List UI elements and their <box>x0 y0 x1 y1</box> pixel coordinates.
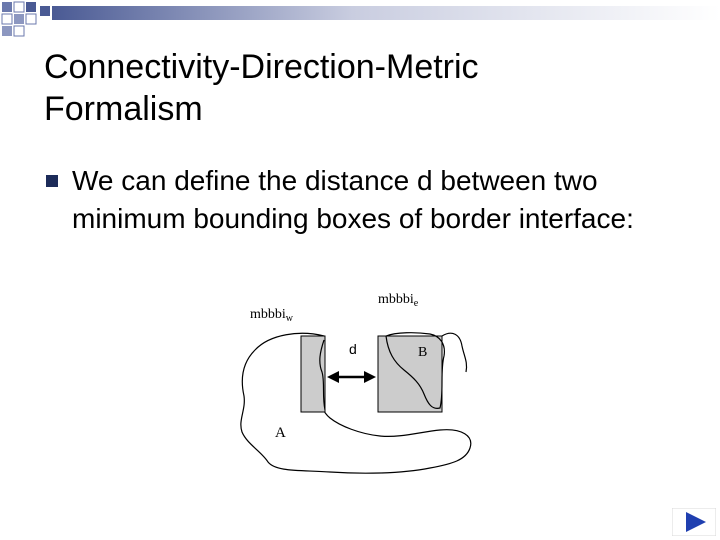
label-mbbbi-e: mbbbie <box>378 292 419 309</box>
slide-title-line-1: Connectivity-Direction-Metric <box>44 48 479 86</box>
distance-arrowhead-left <box>327 371 339 383</box>
label-mbbbi-w: mbbbiw <box>250 307 294 324</box>
mbb-east-box <box>377 335 443 413</box>
corner-square <box>2 2 12 12</box>
label-region-b: B <box>418 345 427 360</box>
corner-square <box>14 14 24 24</box>
corner-decoration <box>1 1 720 37</box>
region-a-outline <box>240 332 472 474</box>
slide-title-line-2: Formalism <box>44 90 203 128</box>
corner-square <box>26 2 36 12</box>
region-b-outline-outer <box>441 332 468 373</box>
slide-title: Connectivity-Direction-Metric Formalism <box>44 46 684 130</box>
bullet-square-icon <box>46 175 58 187</box>
region-b-outline <box>385 332 445 409</box>
next-slide-arrow-icon[interactable] <box>672 508 716 536</box>
bullet-text: We can define the distance d between two… <box>72 165 634 234</box>
corner-square <box>25 13 37 25</box>
label-region-a: A <box>275 425 286 441</box>
header-gradient-bar <box>52 6 720 20</box>
label-distance-d: d <box>349 341 357 357</box>
corner-square <box>1 13 13 25</box>
corner-square <box>40 6 50 16</box>
corner-square <box>13 1 25 13</box>
corner-square <box>2 26 12 36</box>
region-a-inner-edge <box>319 339 326 411</box>
corner-square <box>13 25 25 37</box>
distance-arrowhead-right <box>364 371 376 383</box>
